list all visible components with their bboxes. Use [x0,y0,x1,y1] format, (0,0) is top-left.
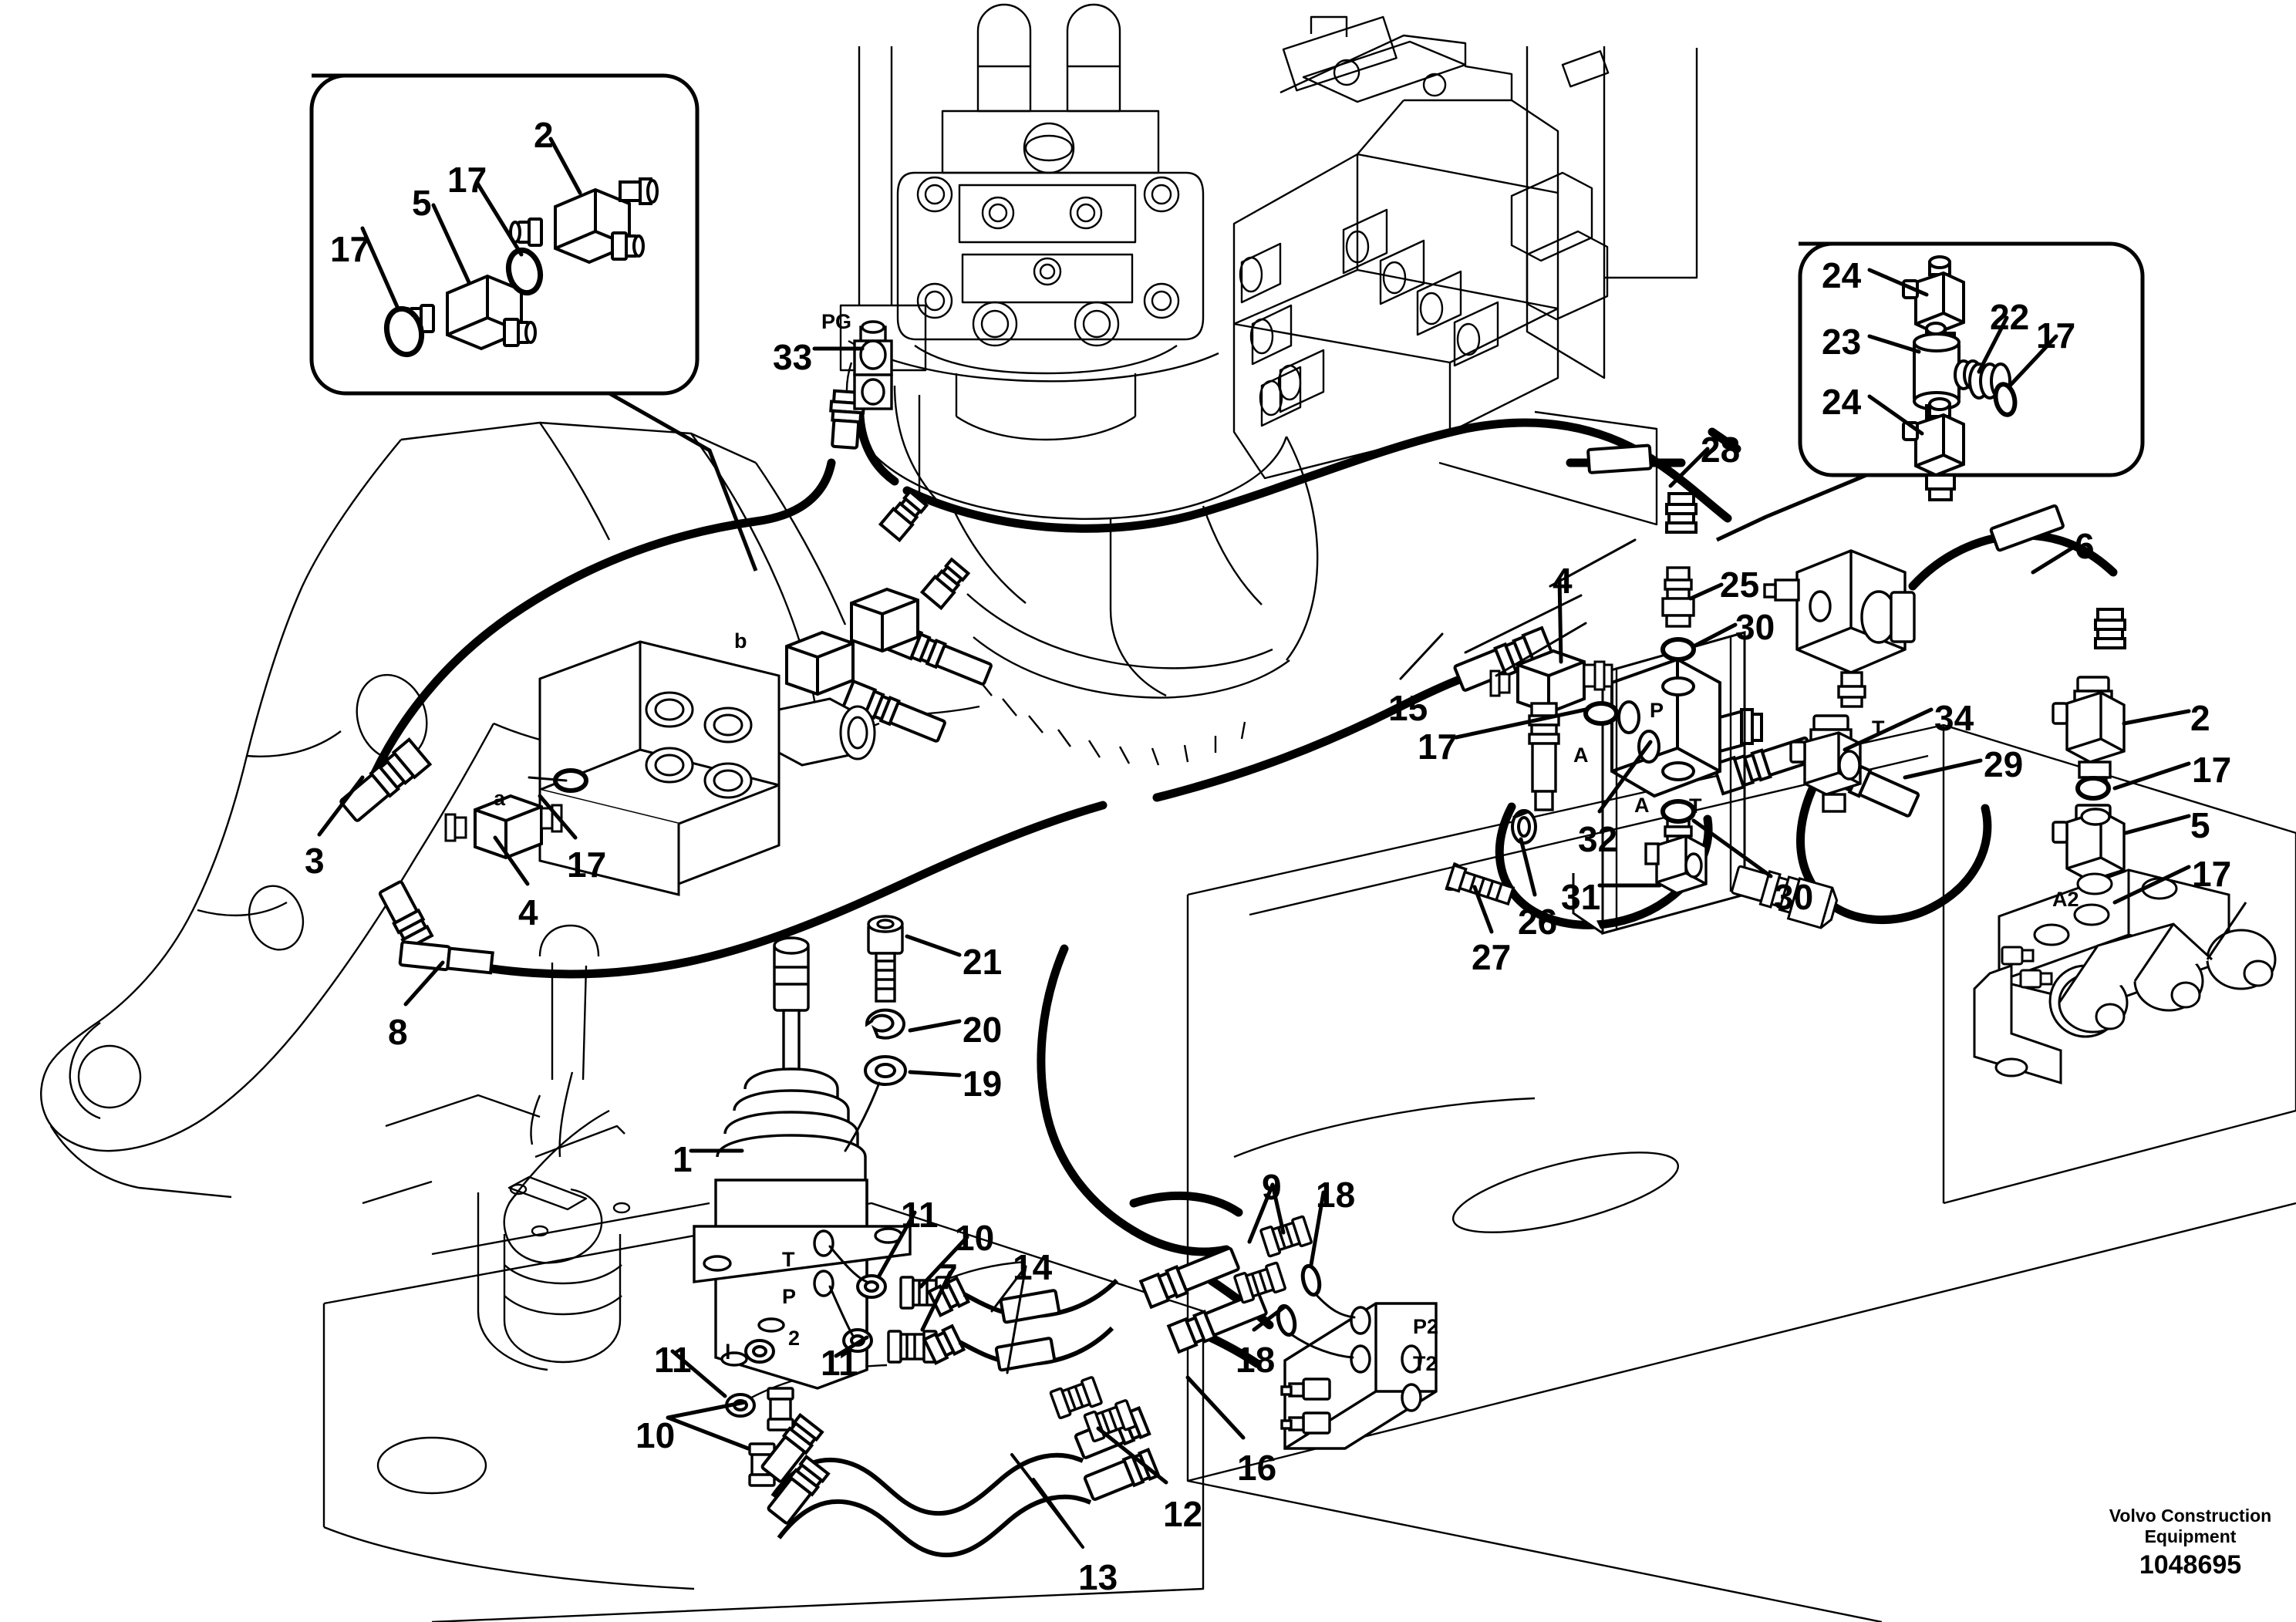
callout-13: 13 [1078,1557,1118,1597]
port-label-P: P [782,1285,797,1308]
callout-17: 17 [2192,854,2232,894]
joystick-pilot-valve [693,936,912,1390]
callout-1: 1 [673,1139,693,1179]
callout-11: 11 [821,1343,858,1383]
oring-17-right-upper [2078,778,2109,798]
callout-11: 11 [901,1195,939,1235]
brand-name: Volvo Construction Equipment [2082,1506,2296,1547]
valve-components [444,320,2277,1558]
callout-32: 32 [1578,819,1618,859]
port-label-1: l [725,1340,731,1364]
callout-26: 26 [1518,902,1558,942]
leader-lines [317,137,2191,1549]
inset-upper-right [1715,241,2145,542]
callout-16: 16 [1237,1448,1277,1488]
port-label-P: P [1650,699,1664,722]
callout-21: 21 [963,942,1003,982]
port-label-pg: PG [821,310,852,333]
callout-11: 11 [654,1340,692,1380]
right-valve-block [1763,549,1916,708]
callout-30: 30 [1774,877,1814,917]
callout-27: 27 [1472,937,1512,977]
callout-17: 17 [2036,315,2076,356]
callout-28: 28 [1701,430,1741,470]
callout-5: 5 [2190,805,2210,845]
callout-14: 14 [1013,1247,1053,1287]
callout-2: 2 [2190,698,2210,738]
left-valve-bank [538,640,876,896]
port-label-2: 2 [788,1327,801,1350]
callout-17: 17 [1418,727,1458,767]
port-label-A: A [1573,744,1589,767]
callout-18: 18 [1316,1175,1356,1215]
callout-9: 9 [1262,1167,1282,1207]
port-label-b: b [734,629,747,653]
callout-12: 12 [1163,1494,1203,1534]
port-label-T: T [1689,794,1702,818]
callout-17: 17 [567,845,607,885]
inset-upper-left [309,73,758,572]
callout-4: 4 [518,892,538,932]
callout-18: 18 [1236,1340,1276,1380]
callout-5: 5 [412,183,432,223]
callout-19: 19 [963,1064,1003,1104]
callout-31: 31 [1561,877,1601,917]
oring-30-upper [1663,639,1694,659]
port-label-A: A [1634,794,1650,817]
brand-line-2: Equipment [2144,1526,2237,1547]
callout-10: 10 [636,1415,676,1455]
callout-17: 17 [2192,750,2232,790]
callout-2: 2 [534,115,554,155]
drawing-number: 1048695 [2139,1550,2242,1580]
callout-33: 33 [773,337,813,377]
brand-line-1: Volvo Construction [2109,1506,2272,1526]
callout-17: 17 [447,160,487,200]
callout-30: 30 [1735,607,1775,647]
callout-23: 23 [1822,322,1862,362]
port-label-P2: P2 [1413,1315,1439,1338]
callout-10: 10 [955,1218,995,1258]
callout-22: 22 [1990,297,2030,337]
port-label-A2: A2 [2052,888,2079,911]
callout-15: 15 [1388,688,1428,728]
port-label-T: T [782,1248,795,1271]
port-label-T: T [1872,717,1885,740]
callout-25: 25 [1720,565,1760,605]
callout-24: 24 [1822,382,1862,422]
callout-4: 4 [1553,561,1573,601]
callout-3: 3 [305,841,325,881]
callout-7: 7 [938,1256,958,1297]
oring-17-center [1586,703,1617,723]
port-label-T2: T2 [1413,1352,1438,1375]
callout-24: 24 [1822,255,1862,295]
callout-6: 6 [2075,526,2095,566]
p2t2-manifold [1280,1302,1438,1450]
callout-8: 8 [388,1012,408,1052]
port-label-a: a [494,787,506,810]
right-spool-valve-block [1973,868,2277,1085]
callout-34: 34 [1934,698,1974,738]
callout-17: 17 [330,229,370,269]
callout-20: 20 [963,1010,1003,1050]
callout-29: 29 [1984,744,2024,784]
